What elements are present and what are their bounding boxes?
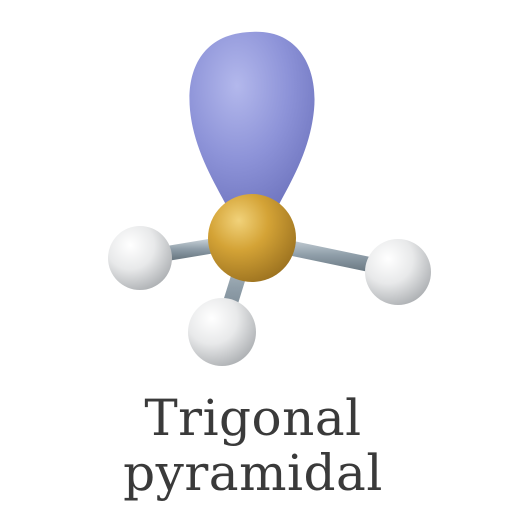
substituent-atom-right	[365, 239, 431, 305]
caption-line-2: pyramidal	[123, 444, 383, 502]
caption-line-1: Trigonal	[144, 389, 362, 447]
central-atom	[208, 194, 296, 282]
substituent-atom-left	[108, 226, 172, 290]
substituent-atoms	[108, 226, 431, 366]
substituent-atom-front	[188, 298, 256, 366]
lone-pair-lobe	[189, 31, 315, 212]
